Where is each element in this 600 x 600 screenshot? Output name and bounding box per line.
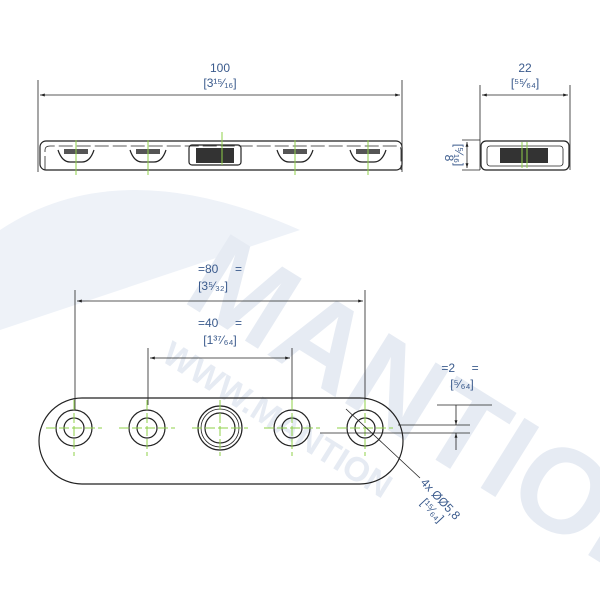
plate-outline [38, 397, 404, 485]
mounting-hole [264, 400, 320, 456]
end-view: 22 [⁵⁵⁄₆₄] 8 [⁵⁄₁₆] [442, 61, 571, 171]
inner-spacing-in-label: [1³⁷⁄₆₄] [203, 333, 236, 347]
length-in-label: [3¹⁵⁄₁₆] [203, 76, 236, 90]
center-threaded-hole [192, 400, 248, 456]
watermark: MANTION WWW.MANTION [0, 190, 600, 600]
width-in-label: [⁵⁵⁄₆₄] [511, 76, 539, 90]
length-mm-label: 100 [210, 61, 230, 75]
offset-in-label: [⁵⁄₆₄] [450, 377, 473, 391]
mounting-hole [119, 400, 175, 456]
inner-spacing-mm-label: =40 = [198, 316, 242, 330]
height-mm-label: 8 [442, 155, 456, 162]
outer-spacing-mm-label: =80 = [198, 262, 242, 276]
height-in-label: [⁵⁄₁₆] [452, 144, 466, 167]
side-view: 100 [3¹⁵⁄₁₆] [37, 61, 403, 175]
offset-mm-label: =2 = [441, 361, 478, 375]
hole-diameter-leader [345, 408, 421, 479]
mounting-hole [337, 400, 393, 456]
mounting-hole [46, 400, 102, 456]
outer-spacing-in-label: [3⁵⁄₃₂] [198, 279, 228, 293]
width-mm-label: 22 [518, 61, 532, 75]
